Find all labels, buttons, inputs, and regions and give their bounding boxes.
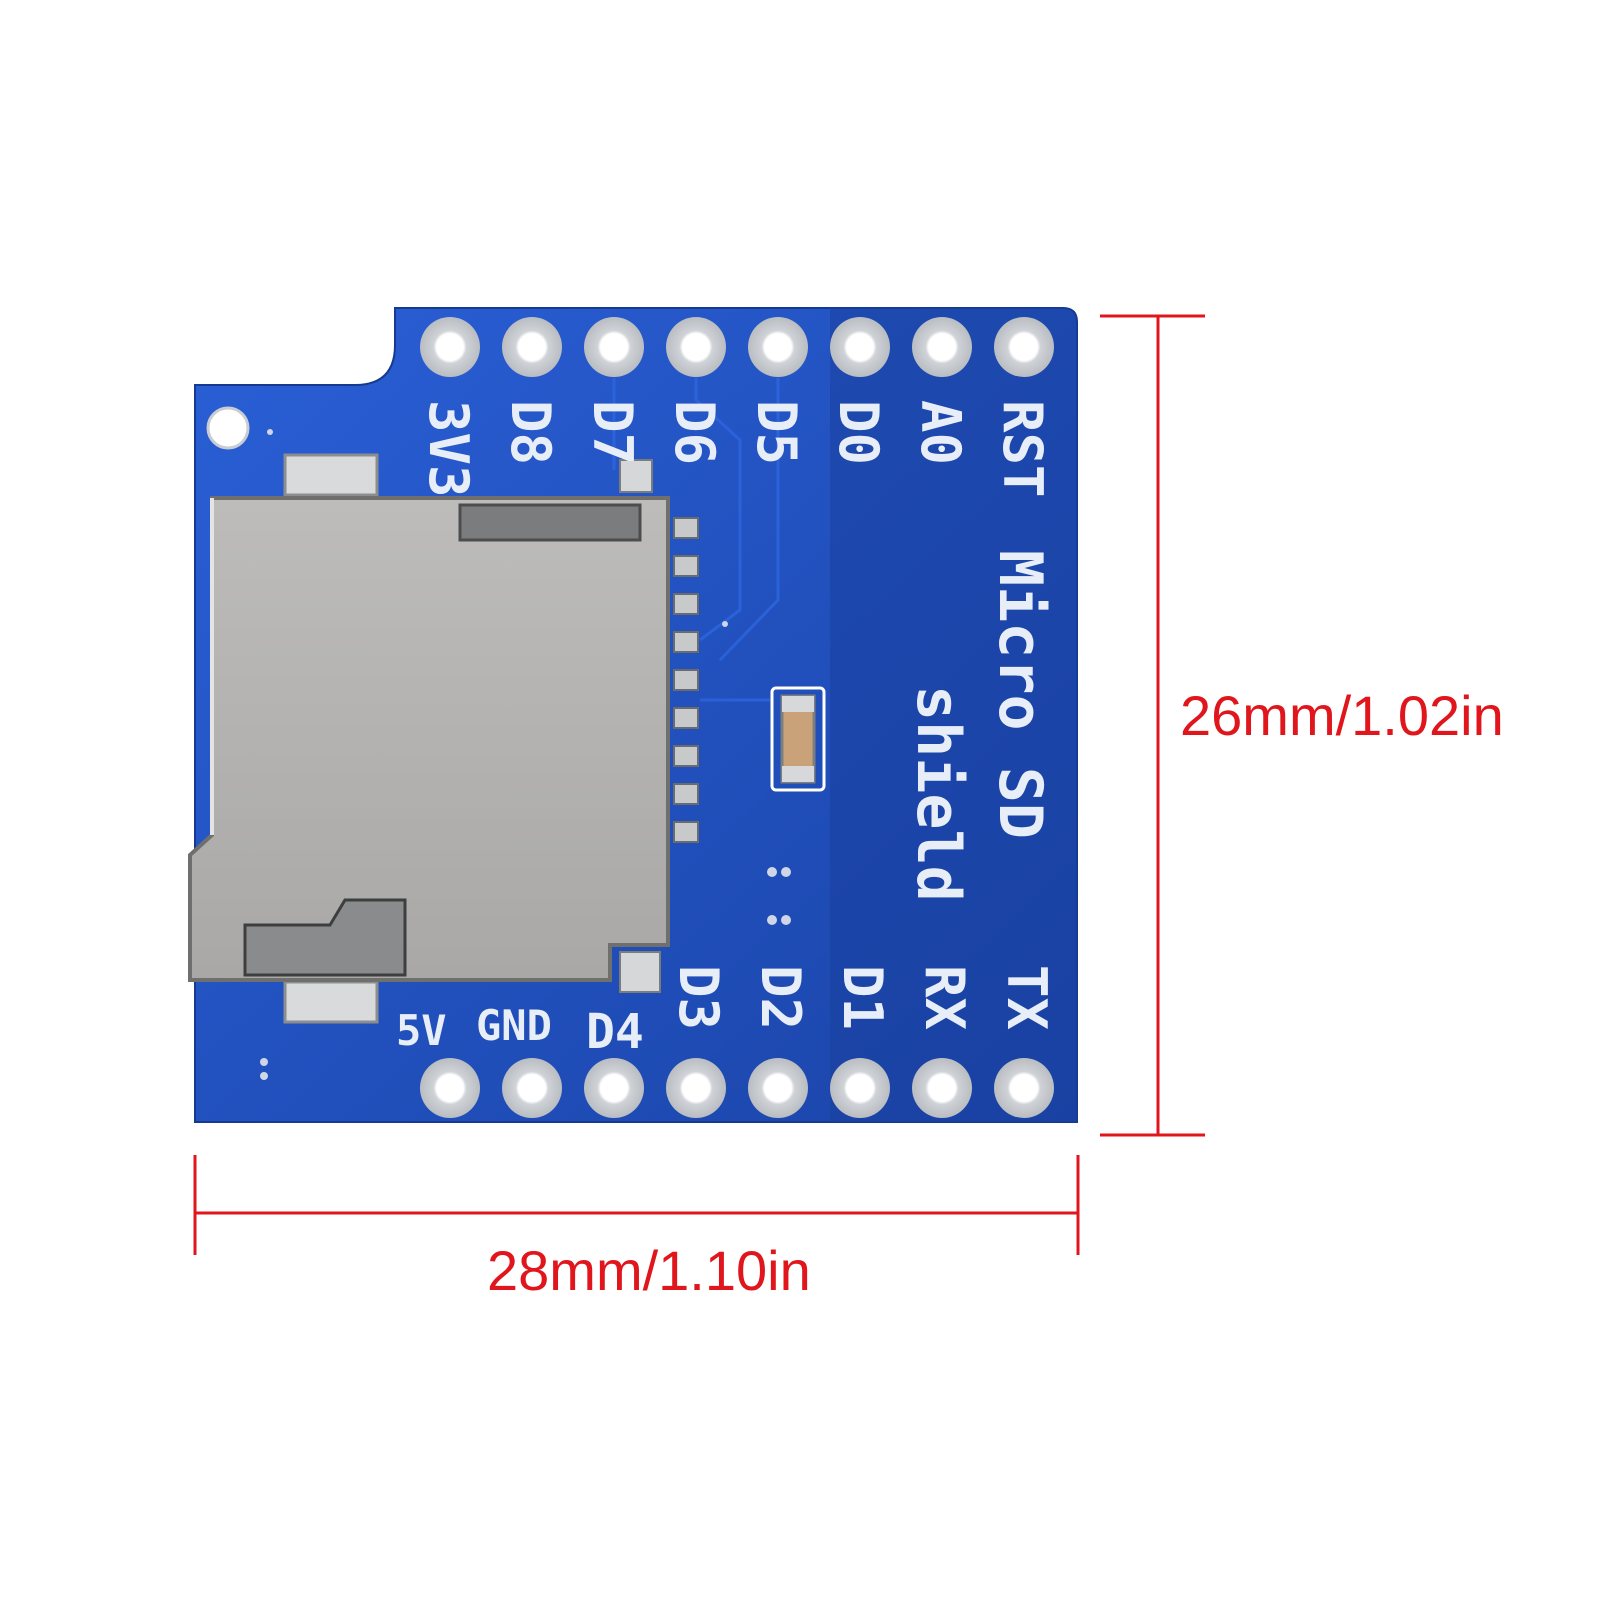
- width-dimension: [193, 1155, 1080, 1255]
- board-title-line2: shield: [903, 685, 973, 902]
- slot-tab-bottom: [283, 980, 379, 1024]
- top-pin-row: [420, 317, 1054, 377]
- bottom-pin-labels: 5V GND D4 D3 D2 D1 RX TX: [396, 965, 1058, 1060]
- pin-pad: [420, 317, 480, 377]
- pin-pad: [994, 1058, 1054, 1118]
- pin-pad: [666, 317, 726, 377]
- pin-label-d3: D3: [667, 965, 730, 1030]
- board-title-line1: Micro SD: [985, 550, 1055, 839]
- pin-label-3v3: 3V3: [417, 400, 480, 498]
- pin-label-gnd: GND: [476, 1001, 552, 1050]
- pin-label-d6: D6: [663, 400, 726, 465]
- pin-label-rx: RX: [913, 965, 976, 1030]
- pin-label-d5: D5: [745, 400, 808, 465]
- pin-pad: [912, 1058, 972, 1118]
- pin-label-5v: 5V: [396, 1006, 447, 1055]
- height-dimension: [1100, 314, 1205, 1137]
- pin-label-d4: D4: [586, 1004, 644, 1060]
- pin-pad: [830, 317, 890, 377]
- pin-pad: [994, 317, 1054, 377]
- pin-pad: [420, 1058, 480, 1118]
- slot-corner-pad: [619, 459, 653, 493]
- pin-pad: [584, 317, 644, 377]
- smd-component-outline: [770, 686, 826, 792]
- pin-pad: [912, 317, 972, 377]
- height-dimension-label: 26mm/1.02in: [1180, 684, 1504, 747]
- pin-label-d8: D8: [499, 400, 562, 465]
- smd-cap-bottom: [782, 766, 814, 782]
- pin-label-d0: D0: [827, 400, 890, 465]
- pin-pad: [502, 1058, 562, 1118]
- pin-label-rst: RST: [991, 400, 1054, 498]
- pin-pad: [748, 317, 808, 377]
- slot-contacts: [673, 517, 699, 843]
- bottom-pin-row: [420, 1058, 1054, 1118]
- micro-sd-slot: [188, 496, 670, 982]
- mounting-hole: [206, 406, 250, 450]
- pin-label-tx: TX: [995, 965, 1058, 1030]
- slot-latch-top: [458, 503, 642, 542]
- top-pin-labels: 3V3 D8 D7 D6 D5 D0 A0 RST: [417, 400, 1054, 498]
- width-dimension-label: 28mm/1.10in: [487, 1239, 811, 1302]
- smd-cap-top: [782, 696, 814, 712]
- pin-pad: [748, 1058, 808, 1118]
- pin-pad: [502, 317, 562, 377]
- pin-pad: [830, 1058, 890, 1118]
- slot-latch-bottom: [243, 898, 407, 977]
- pin-pad: [666, 1058, 726, 1118]
- slot-corner-pad: [619, 951, 661, 993]
- pcb-traces: [612, 378, 780, 702]
- pin-label-d2: D2: [749, 965, 812, 1030]
- pin-label-d1: D1: [831, 965, 894, 1030]
- vias: [260, 429, 791, 1080]
- pin-pad: [584, 1058, 644, 1118]
- pin-label-d7: D7: [581, 400, 644, 465]
- slot-tab-top: [283, 453, 379, 497]
- pin-label-a0: A0: [909, 400, 972, 465]
- pcb-ground-plane: [830, 308, 1077, 1122]
